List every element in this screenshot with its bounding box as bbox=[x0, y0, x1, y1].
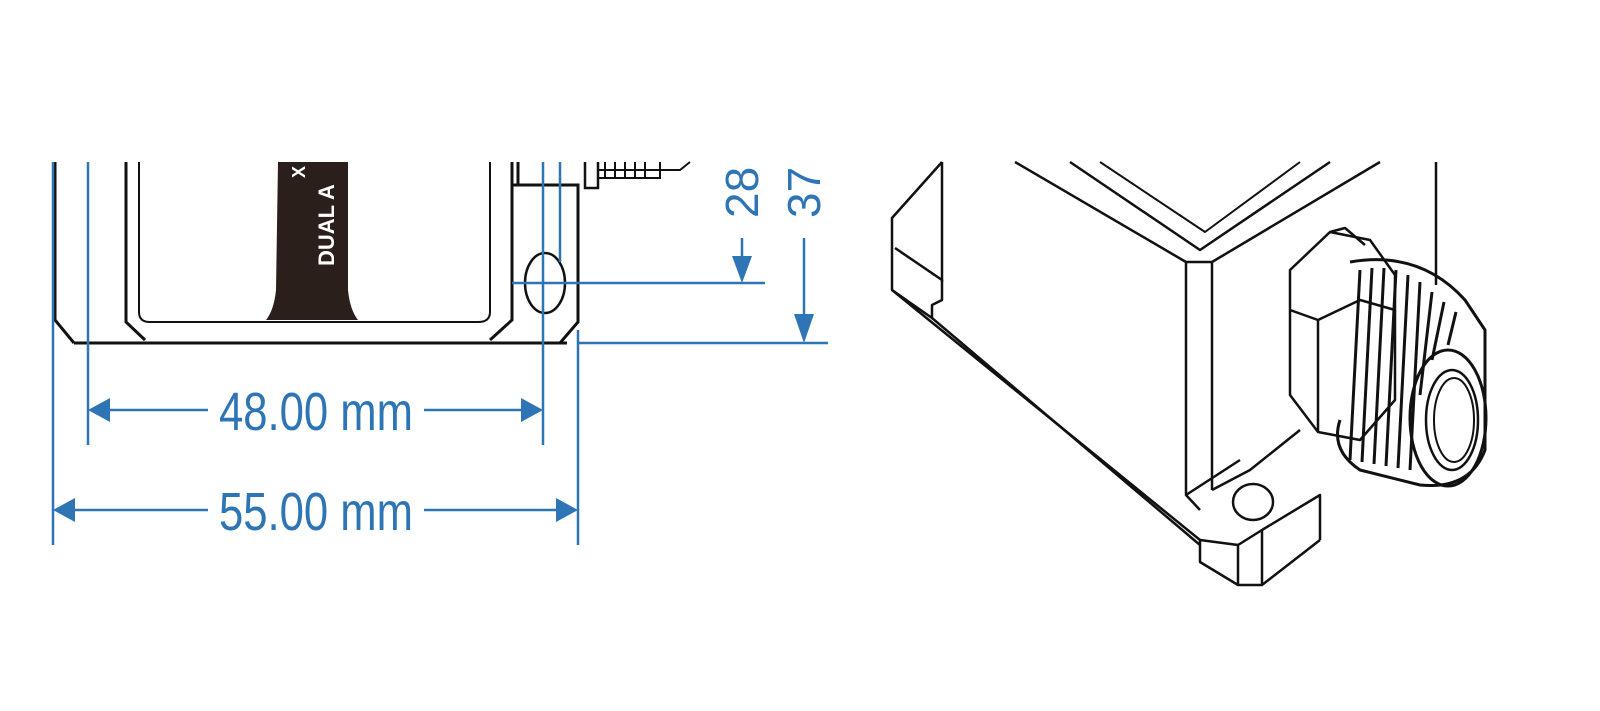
arrow-48-left bbox=[88, 398, 110, 422]
dimension-label-37: 37 bbox=[778, 167, 830, 218]
dimension-label-28: 28 bbox=[716, 167, 768, 218]
connector-knurl bbox=[604, 162, 646, 178]
dimension-lines bbox=[51, 162, 828, 545]
arrow-48-right bbox=[521, 398, 543, 422]
front-view: DUAL A X bbox=[51, 161, 830, 545]
product-label-band bbox=[266, 162, 358, 320]
dimension-label-55: 55.00 mm bbox=[219, 482, 413, 542]
arrow-37-down bbox=[794, 314, 814, 343]
dimension-arrowheads bbox=[53, 256, 814, 522]
arrow-28-down bbox=[732, 256, 752, 283]
housing-outline bbox=[53, 161, 691, 345]
arrow-55-left bbox=[53, 498, 75, 522]
dimension-label-48: 48.00 mm bbox=[219, 382, 413, 442]
product-label-top-char: X bbox=[289, 166, 309, 178]
product-label-text: DUAL A bbox=[314, 184, 339, 266]
isometric-view bbox=[890, 160, 1488, 587]
cable-gland-knurl bbox=[1348, 267, 1458, 471]
arrow-55-right bbox=[556, 498, 578, 522]
